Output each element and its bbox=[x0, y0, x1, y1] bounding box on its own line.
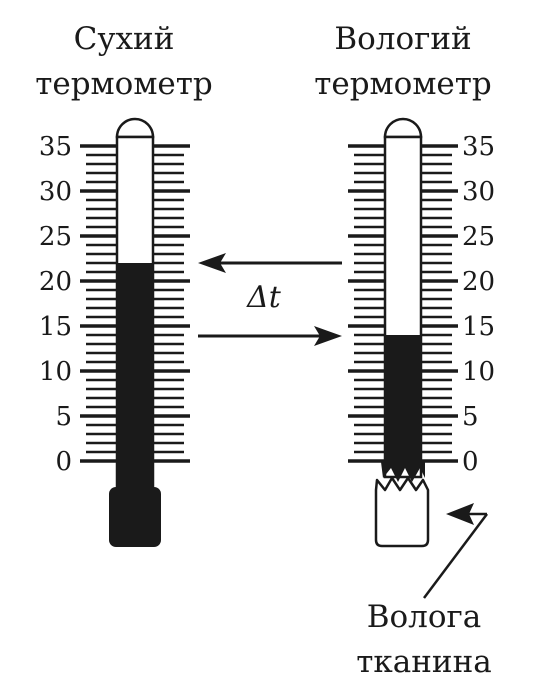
wet-scale-label-5: 5 bbox=[462, 402, 479, 432]
dry-thermometer: 35 30 25 20 15 10 5 0 bbox=[39, 117, 190, 547]
wet-scale-label-25: 25 bbox=[462, 222, 495, 252]
dry-scale-label-25: 25 bbox=[39, 222, 72, 252]
cloth-pointer-line bbox=[423, 513, 488, 599]
wet-scale-label-35: 35 bbox=[462, 132, 495, 162]
wet-mercury-column bbox=[385, 335, 421, 467]
wet-cloth bbox=[374, 476, 430, 548]
dry-scale-ticks bbox=[80, 144, 190, 463]
wet-bulb-jagged-edge bbox=[381, 462, 425, 482]
dry-scale-label-5: 5 bbox=[55, 402, 72, 432]
cloth-pointer bbox=[423, 503, 488, 599]
delta-t-label: Δt bbox=[246, 280, 282, 315]
wet-scale-label-0: 0 bbox=[462, 447, 479, 477]
dry-mercury-column bbox=[117, 263, 153, 495]
wet-thermometer-title-line2: термометр bbox=[314, 66, 492, 102]
dry-scale-label-20: 20 bbox=[39, 267, 72, 297]
wet-scale-label-10: 10 bbox=[462, 357, 495, 387]
dry-scale-label-10: 10 bbox=[39, 357, 72, 387]
dry-thermometer-bulb bbox=[109, 487, 161, 547]
dry-scale-label-0: 0 bbox=[55, 447, 72, 477]
wet-scale-labels: 35 30 25 20 15 10 5 0 bbox=[462, 132, 495, 477]
arrow-to-dry-head bbox=[198, 253, 226, 273]
wet-scale-label-20: 20 bbox=[462, 267, 495, 297]
wet-scale-label-30: 30 bbox=[462, 177, 495, 207]
dry-thermometer-title-line2: термометр bbox=[35, 66, 213, 102]
wet-thermometer-title-line1: Вологий bbox=[334, 21, 471, 57]
dry-thermometer-top-cap bbox=[115, 117, 155, 139]
cloth-label-line2: тканина bbox=[356, 644, 491, 680]
dry-scale-label-30: 30 bbox=[39, 177, 72, 207]
cloth-label-line1: Волога bbox=[367, 599, 482, 635]
arrow-to-wet-head bbox=[314, 326, 342, 346]
dry-scale-label-15: 15 bbox=[39, 312, 72, 342]
wet-scale-ticks bbox=[348, 144, 458, 463]
wet-thermometer-top-cap bbox=[383, 117, 423, 139]
cloth-pointer-arrowhead bbox=[446, 503, 474, 525]
wet-scale-label-15: 15 bbox=[462, 312, 495, 342]
wet-thermometer: 35 30 25 20 15 10 5 0 bbox=[348, 117, 495, 548]
difference-arrows: Δt bbox=[198, 253, 342, 346]
dry-scale-label-35: 35 bbox=[39, 132, 72, 162]
dry-scale-labels: 35 30 25 20 15 10 5 0 bbox=[39, 132, 72, 477]
dry-thermometer-title-line1: Сухий bbox=[74, 21, 175, 57]
